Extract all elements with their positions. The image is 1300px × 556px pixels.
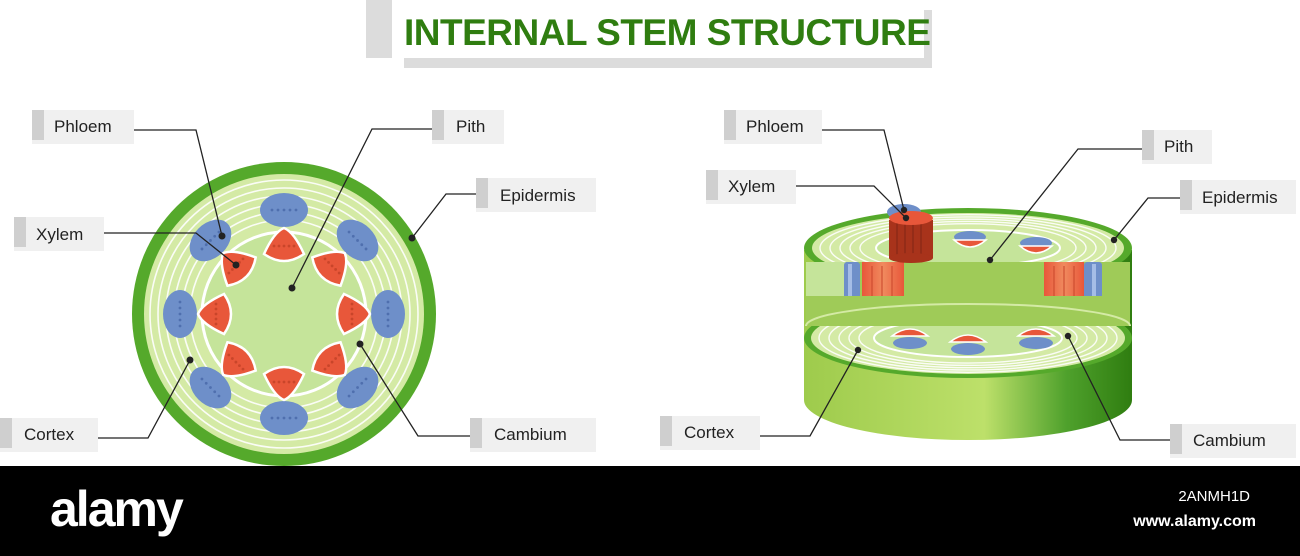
label-phloem-3d: Phloem (724, 110, 822, 144)
footer-bar: alamy 2ANMH1D www.alamy.com (0, 466, 1300, 556)
lower-mask-edge (805, 303, 1131, 327)
label-phloem: Phloem (32, 110, 134, 144)
image-id: 2ANMH1D (1178, 488, 1250, 505)
leader-lines (98, 128, 476, 439)
label-pith: Pith (432, 110, 504, 144)
cross-section-diagram: Phloem Xylem Pith Epidermis Cortex Cambi… (0, 110, 596, 466)
top-vascular-bundles (952, 231, 1054, 254)
label-xylem: Xylem (14, 217, 104, 251)
label-cortex-3d: Cortex (660, 416, 760, 450)
svg-text:Cortex: Cortex (684, 423, 735, 442)
title-banner: INTERNAL STEM STRUCTURE (366, 0, 932, 68)
stem-3d-diagram: Phloem Xylem Pith Epidermis Cortex Cambi… (660, 110, 1296, 458)
vascular-bundle (335, 290, 405, 338)
label-cambium: Cambium (470, 418, 596, 452)
vascular-bundle (310, 340, 379, 409)
leader-dots (186, 232, 416, 364)
vascular-bundle (310, 219, 379, 288)
leader-lines-3d (760, 129, 1180, 441)
brand-logo: alamy (50, 481, 184, 537)
svg-text:Cambium: Cambium (1193, 431, 1266, 450)
page-title: INTERNAL STEM STRUCTURE (404, 12, 930, 53)
svg-text:Epidermis: Epidermis (1202, 188, 1278, 207)
label-cambium-3d: Cambium (1170, 424, 1296, 458)
label-cortex: Cortex (0, 418, 98, 452)
svg-text:Phloem: Phloem (746, 117, 804, 136)
label-epidermis-3d: Epidermis (1180, 180, 1296, 214)
lower-mask (806, 296, 1130, 326)
vascular-bundle (189, 340, 258, 409)
svg-text:Cortex: Cortex (24, 425, 75, 444)
vascular-bundle (260, 193, 308, 263)
svg-text:Xylem: Xylem (728, 177, 775, 196)
label-pith-3d: Pith (1142, 130, 1212, 164)
svg-text:Pith: Pith (1164, 137, 1193, 156)
svg-text:Phloem: Phloem (54, 117, 112, 136)
vascular-bundles (163, 193, 405, 435)
lower-vascular-bundles (889, 328, 1057, 355)
vascular-bundle (260, 365, 308, 435)
leader-dots-3d (854, 206, 1118, 354)
raised-vascular-bundle (887, 204, 933, 263)
label-epidermis: Epidermis (476, 178, 596, 212)
vascular-bundle (163, 290, 233, 338)
site-url: www.alamy.com (1133, 513, 1256, 530)
svg-text:Xylem: Xylem (36, 225, 83, 244)
label-xylem-3d: Xylem (706, 170, 796, 204)
svg-text:Pith: Pith (456, 117, 485, 136)
svg-text:Epidermis: Epidermis (500, 186, 576, 205)
svg-text:Cambium: Cambium (494, 425, 567, 444)
